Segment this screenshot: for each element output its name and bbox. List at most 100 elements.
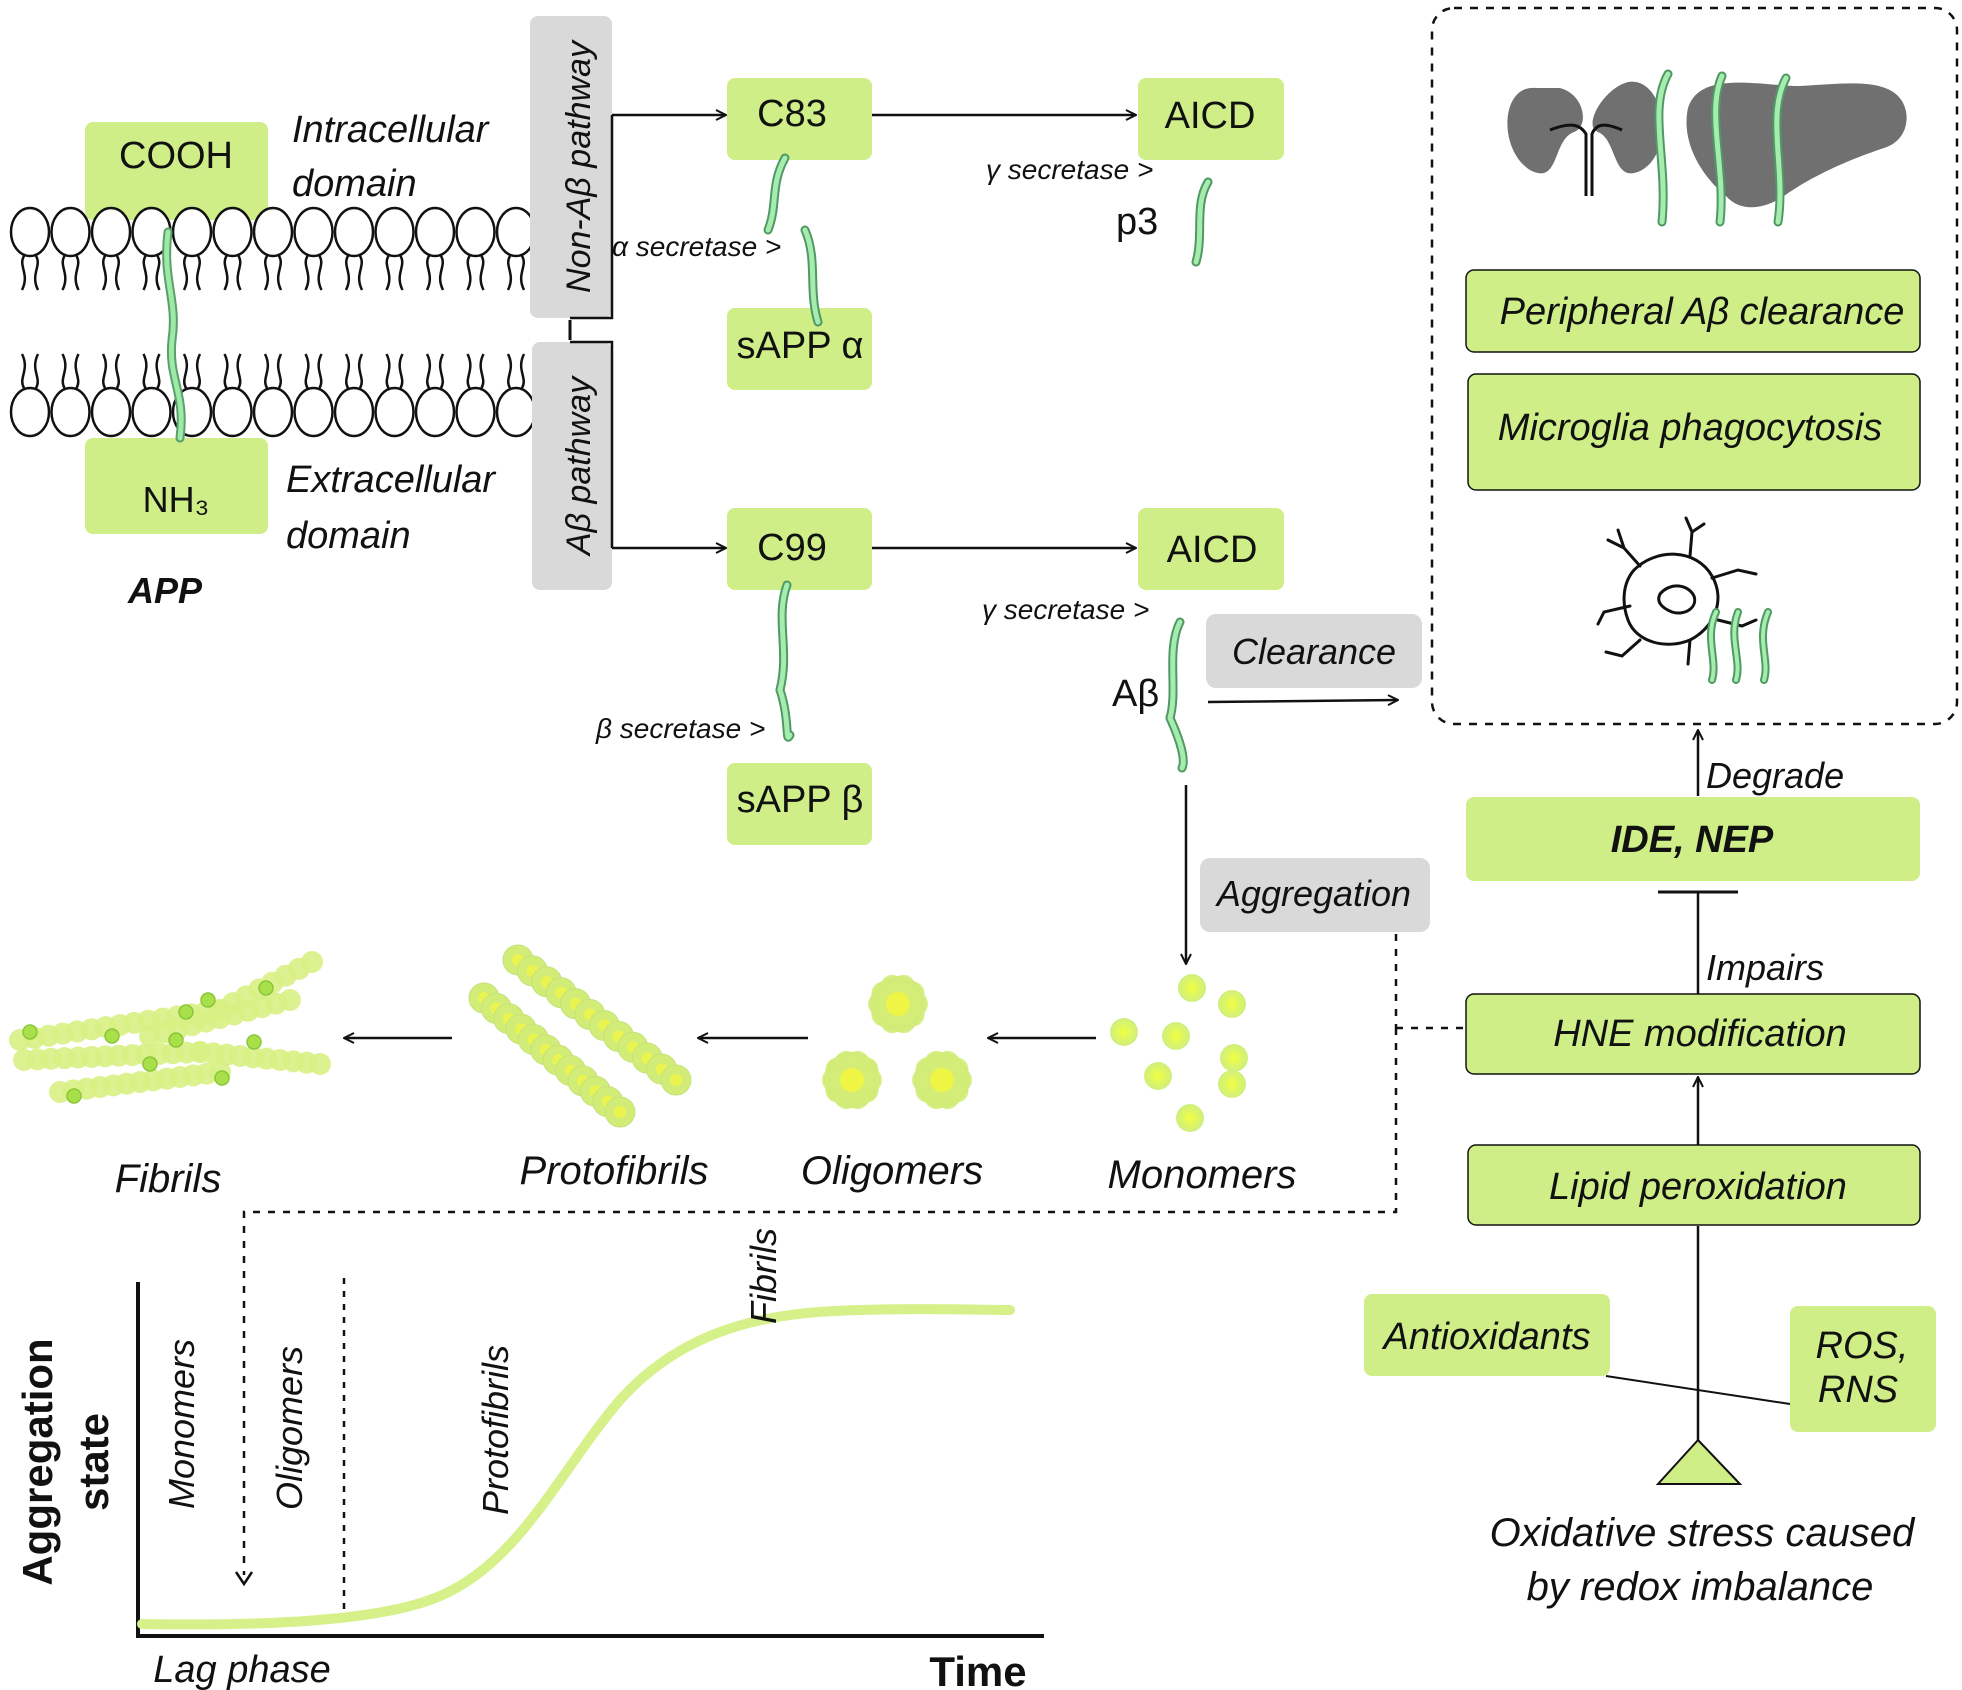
cooh-box xyxy=(85,122,268,220)
clearance-label: Clearance xyxy=(1232,631,1396,672)
fibril-node xyxy=(178,1004,194,1020)
lipid-tail xyxy=(142,255,148,291)
lipid-tail xyxy=(344,353,351,389)
lipid-head xyxy=(414,386,456,438)
lipid-tail xyxy=(182,255,189,291)
lipid-head xyxy=(293,206,334,258)
clearance-panel: Peripheral Aβ clearance Microglia phagoc… xyxy=(1430,6,1959,726)
alpha-secretase-label: α secretase > xyxy=(612,231,781,262)
lipid-tail xyxy=(236,255,242,291)
lipid-tail xyxy=(519,255,526,291)
fibril-node xyxy=(214,1070,230,1086)
clearance-box xyxy=(1206,614,1422,688)
lipid-tail xyxy=(479,353,485,389)
ide-nep-label: IDE, NEP xyxy=(1611,819,1774,861)
lipid-head xyxy=(212,206,253,258)
fibril-chain xyxy=(139,989,301,1047)
c83-box xyxy=(727,78,872,160)
lipid-head xyxy=(374,206,415,258)
lipid-head xyxy=(9,206,51,258)
lipid-tail xyxy=(74,255,80,291)
lipid-head xyxy=(414,206,456,258)
lipid-head xyxy=(293,386,334,438)
lipid-head xyxy=(333,386,375,438)
lag-phase-label: Lag phase xyxy=(153,1649,331,1690)
fibril-node xyxy=(66,1088,82,1104)
aggregation-box xyxy=(1200,858,1430,932)
protofibrils-icon xyxy=(468,944,692,1128)
lipid-tail xyxy=(61,255,67,291)
dashed-arrowhead xyxy=(234,1571,254,1587)
impairs-label: Impairs xyxy=(1706,947,1824,988)
pathway-section: Non-Aβ pathway Aβ pathway xyxy=(530,16,726,590)
sapp-beta-box xyxy=(727,763,872,845)
nh3-label: NH₃ xyxy=(143,479,210,520)
p3-label: p3 xyxy=(1116,201,1158,243)
fibril-node xyxy=(258,980,274,996)
gamma-secretase-bottom-label: γ secretase > xyxy=(982,594,1149,625)
monomer-particle xyxy=(1110,1018,1138,1046)
extracellular-label-2: domain xyxy=(286,515,411,557)
lipid-tail xyxy=(114,255,121,291)
lipid-label: Lipid peroxidation xyxy=(1549,1166,1847,1208)
lipid-tail xyxy=(344,255,351,291)
lipid-tail xyxy=(263,255,270,291)
oligomers-icon xyxy=(822,974,972,1110)
non-ab-pathway-label: Non-Aβ pathway xyxy=(560,39,598,293)
ab-pathway-box xyxy=(532,342,612,590)
lipid-tail xyxy=(385,353,391,389)
ros-rns-box xyxy=(1790,1306,1936,1432)
monomer-particle xyxy=(1176,1104,1204,1132)
lipid-tail xyxy=(33,255,40,291)
cooh-label: COOH xyxy=(119,135,233,177)
monomer-particle xyxy=(1218,1070,1246,1098)
monomer-particle xyxy=(1162,1022,1190,1050)
lipid-head xyxy=(252,206,294,258)
hne-box xyxy=(1465,993,1921,1075)
peripheral-clearance-label: Peripheral Aβ clearance xyxy=(1500,291,1905,333)
lipid-tail xyxy=(20,353,27,389)
oligomer-particle xyxy=(868,974,928,1034)
lipid-tail xyxy=(263,353,270,389)
lipid-tail xyxy=(466,255,472,291)
fibril-node xyxy=(142,1056,158,1072)
oligomer-particle xyxy=(912,1050,972,1110)
dashed-link-hne-to-aggregation xyxy=(242,1028,1398,1575)
lipid-tail xyxy=(101,353,108,389)
microglia-label: Microglia phagocytosis xyxy=(1498,407,1882,449)
antioxidants-label: Antioxidants xyxy=(1381,1316,1590,1358)
ab-pathway-label: Aβ pathway xyxy=(560,375,598,557)
x-axis-label: Time xyxy=(929,1648,1026,1690)
lipid-head xyxy=(171,206,213,258)
c99-box xyxy=(727,508,872,590)
lipid-tail xyxy=(20,255,27,291)
lipid-tail xyxy=(466,353,472,389)
lipid-tail xyxy=(425,255,432,291)
ab-bracket xyxy=(570,340,614,548)
abeta-fate-section: Clearance Aggregation xyxy=(234,614,1466,1587)
lipid-tail xyxy=(236,353,242,389)
lipid-tail xyxy=(479,255,485,291)
monomers-label: Monomers xyxy=(1108,1153,1297,1197)
app-label: APP xyxy=(127,570,203,611)
rns-label: RNS xyxy=(1818,1369,1898,1411)
lipid-tail xyxy=(195,353,202,389)
c83-label: C83 xyxy=(757,93,827,135)
c99-label: C99 xyxy=(757,527,827,569)
aicd-bottom-box xyxy=(1138,508,1284,590)
lipid-head xyxy=(495,206,537,258)
ide-nep-box xyxy=(1466,797,1920,881)
protofibrils-label: Protofibrils xyxy=(520,1149,709,1193)
aggregates-section: Monomers Oligomers Protofibrils Fibrils xyxy=(9,944,1297,1201)
fibril-node xyxy=(22,1024,38,1040)
nh3-box xyxy=(85,438,268,534)
lipid-tail xyxy=(276,353,283,389)
lipid-tail xyxy=(114,353,121,389)
lipid-tail xyxy=(357,255,364,291)
peripheral-clearance-box xyxy=(1465,269,1921,353)
lipid-tail xyxy=(506,255,513,291)
y-axis-label-2: state xyxy=(70,1413,117,1511)
intracellular-label-2: domain xyxy=(292,163,417,205)
non-ab-pathway-box xyxy=(530,16,612,318)
